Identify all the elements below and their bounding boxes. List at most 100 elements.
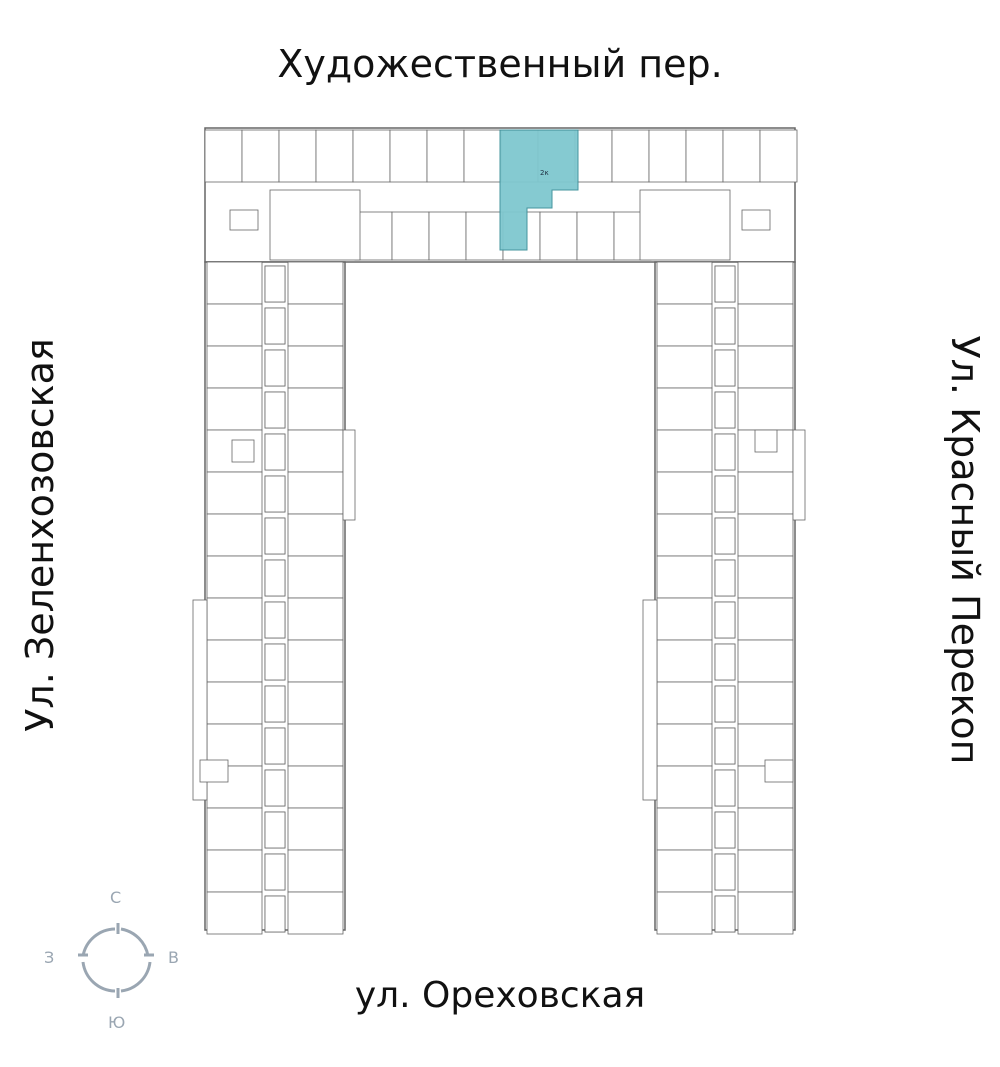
room	[206, 261, 263, 305]
room	[754, 429, 778, 453]
room	[714, 811, 736, 849]
room	[714, 475, 736, 513]
room	[656, 303, 713, 347]
room	[656, 555, 713, 599]
room	[656, 807, 713, 851]
room	[264, 685, 286, 723]
room	[426, 129, 465, 183]
room	[206, 387, 263, 431]
room	[206, 849, 263, 893]
room	[656, 639, 713, 683]
room	[714, 769, 736, 807]
room	[287, 639, 344, 683]
room	[576, 211, 615, 261]
room	[241, 129, 280, 183]
room	[714, 727, 736, 765]
room	[287, 723, 344, 767]
room	[656, 723, 713, 767]
street-label-south: ул. Ореховская	[354, 975, 646, 1016]
room	[737, 345, 794, 389]
room	[714, 895, 736, 933]
room	[264, 769, 286, 807]
room	[287, 849, 344, 893]
room	[656, 891, 713, 935]
room	[714, 349, 736, 387]
room	[287, 513, 344, 557]
room	[287, 261, 344, 305]
room	[287, 807, 344, 851]
room	[264, 811, 286, 849]
room	[737, 387, 794, 431]
room	[714, 265, 736, 303]
room	[192, 599, 208, 801]
room	[287, 891, 344, 935]
room	[737, 891, 794, 935]
room	[759, 129, 798, 183]
room	[714, 433, 736, 471]
room	[714, 853, 736, 891]
room	[714, 643, 736, 681]
room	[656, 597, 713, 641]
room	[648, 129, 687, 183]
room	[264, 307, 286, 345]
room	[642, 599, 658, 801]
room	[287, 597, 344, 641]
room	[229, 209, 259, 231]
room	[714, 517, 736, 555]
room	[656, 345, 713, 389]
room	[737, 471, 794, 515]
room	[714, 601, 736, 639]
room	[264, 475, 286, 513]
room	[714, 559, 736, 597]
room	[264, 727, 286, 765]
room	[792, 429, 806, 521]
room	[315, 129, 354, 183]
compass-icon	[78, 923, 154, 998]
room	[737, 639, 794, 683]
room	[737, 261, 794, 305]
room	[639, 189, 731, 261]
room	[206, 807, 263, 851]
room	[656, 261, 713, 305]
room	[714, 307, 736, 345]
room	[206, 303, 263, 347]
room	[574, 129, 613, 183]
room	[287, 555, 344, 599]
highlighted-apartment-label: 2к	[540, 169, 549, 177]
room	[342, 429, 356, 521]
room	[206, 891, 263, 935]
room	[685, 129, 724, 183]
room	[465, 211, 504, 261]
room	[737, 597, 794, 641]
street-label-north: Художественный пер.	[277, 42, 723, 86]
room	[206, 639, 263, 683]
room	[199, 759, 229, 783]
room	[206, 597, 263, 641]
room	[737, 807, 794, 851]
room	[264, 517, 286, 555]
room	[264, 895, 286, 933]
room	[656, 513, 713, 557]
room	[539, 211, 578, 261]
room	[206, 555, 263, 599]
room	[264, 643, 286, 681]
room	[656, 849, 713, 893]
room	[656, 429, 713, 473]
room	[264, 349, 286, 387]
apartments-layer	[192, 127, 806, 935]
room	[656, 681, 713, 725]
room	[287, 345, 344, 389]
room	[264, 853, 286, 891]
room	[764, 759, 794, 783]
room	[287, 303, 344, 347]
room	[463, 129, 502, 183]
room	[714, 685, 736, 723]
room	[206, 513, 263, 557]
room	[737, 513, 794, 557]
highlighted-apartment[interactable]	[499, 129, 579, 251]
room	[714, 391, 736, 429]
compass-north: С	[110, 888, 122, 907]
room	[264, 559, 286, 597]
room	[287, 471, 344, 515]
